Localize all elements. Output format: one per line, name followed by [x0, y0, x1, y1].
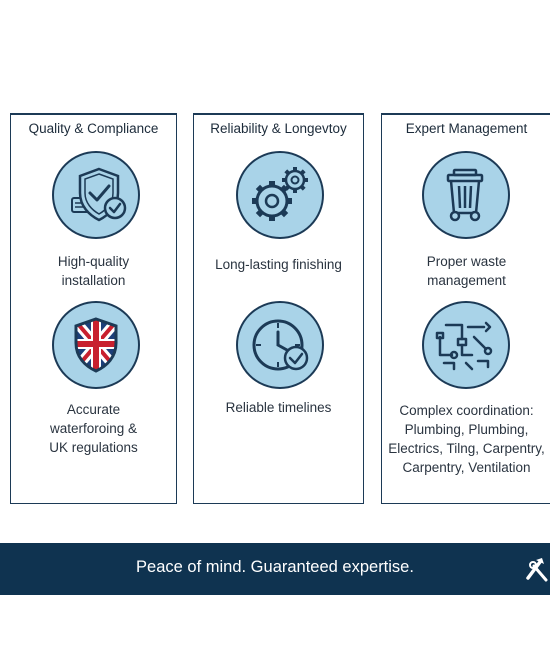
column-title: Reliability & Longevtoy [210, 121, 347, 136]
clock-check-icon [236, 301, 324, 389]
label-waterproofing-regulations: Accurate waterforoing & UK regulations [49, 402, 138, 455]
pipes-tools-icon [422, 301, 510, 389]
column-title: Quality & Compliance [28, 121, 159, 136]
gears-icon [236, 151, 324, 239]
label-proper-waste-management: Proper waste management [426, 254, 507, 288]
waste-bin-icon [422, 151, 510, 239]
column-reliability-longevity: Reliability & Longevtoy [193, 113, 364, 504]
shield-check-icon [52, 151, 140, 239]
label-complex-coordination: Complex coordination: Plumbing, Plumbing… [388, 403, 545, 475]
label-reliable-timelines: Reliable timelines [225, 400, 332, 415]
tools-logo-icon [526, 558, 548, 582]
column-expert-management: Expert Management Proper waste managemen… [381, 113, 550, 504]
label-high-quality-installation: High-quality installation [57, 254, 130, 288]
footer-banner: Peace of mind. Guaranteed expertise. [0, 543, 550, 595]
footer-tagline: Peace of mind. Guaranteed expertise. [136, 558, 414, 576]
column-quality-compliance: Quality & Compliance High-quality instal… [10, 113, 177, 504]
label-long-lasting-finishing: Long-lasting finishing [215, 257, 342, 272]
column-title: Expert Management [405, 121, 528, 136]
uk-flag-shield-icon [52, 301, 140, 389]
